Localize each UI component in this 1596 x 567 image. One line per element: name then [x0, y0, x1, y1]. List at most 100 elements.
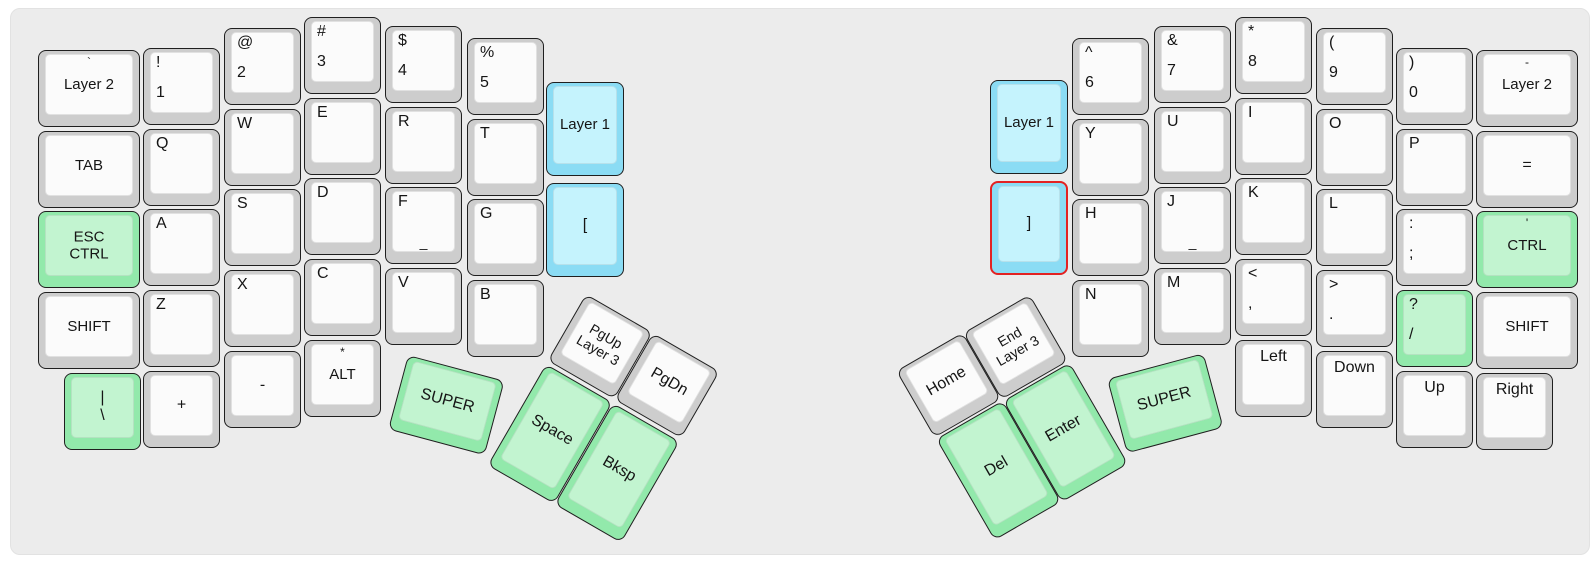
key-asterisk-8[interactable]: *8	[1235, 17, 1312, 94]
key-u[interactable]: U	[1154, 107, 1231, 184]
key-exclam-1[interactable]: !1	[143, 48, 220, 125]
key-shift-right[interactable]: SHIFT	[1476, 292, 1578, 369]
key-super-left[interactable]: SUPER	[388, 355, 505, 456]
key-caret-6[interactable]: ^6	[1072, 38, 1149, 115]
key-legend: TAB	[74, 156, 104, 174]
key-m[interactable]: M	[1154, 268, 1231, 345]
keycap-surface: ]	[998, 186, 1060, 262]
key-layer-1-left[interactable]: Layer 1	[546, 82, 624, 176]
key-legend: SHIFT	[1505, 317, 1549, 335]
key-grave-layer-2[interactable]: `Layer 2	[38, 50, 140, 127]
key-l[interactable]: L	[1316, 189, 1393, 266]
key-p[interactable]: P	[1396, 129, 1473, 206]
keycap-surface: Left	[1242, 344, 1305, 405]
keycap-surface: Down	[1323, 355, 1386, 416]
key-legend: Q	[156, 135, 169, 152]
keycap-surface: ESC CTRL	[45, 215, 133, 276]
keycap-surface: U	[1161, 111, 1224, 172]
key-d[interactable]: D	[304, 178, 381, 255]
key-legend: F	[398, 193, 408, 210]
key-legend: Layer 2	[1501, 75, 1553, 93]
key-arrow-up[interactable]: Up	[1396, 371, 1473, 448]
key-quote-ctrl[interactable]: 'CTRL	[1476, 211, 1578, 288]
key-pipe-backslash[interactable]: | \	[64, 373, 141, 450]
key-legend: [	[582, 216, 588, 234]
keycap-surface: @2	[231, 32, 294, 93]
key-legend: D	[317, 184, 329, 201]
key-paren-0[interactable]: )0	[1396, 48, 1473, 125]
key-arrow-right[interactable]: Right	[1476, 373, 1553, 450]
key-legend: '	[1525, 216, 1529, 230]
key-legend: 5	[480, 73, 489, 91]
key-o[interactable]: O	[1316, 109, 1393, 186]
key-b[interactable]: B	[467, 280, 544, 357]
key-super-right[interactable]: SUPER	[1107, 353, 1224, 454]
key-v[interactable]: V	[385, 268, 462, 345]
keycap-surface: %5	[474, 42, 537, 103]
key-layer-1-right[interactable]: Layer 1	[990, 80, 1068, 174]
key-r[interactable]: R	[385, 107, 462, 184]
key-arrow-left[interactable]: Left	[1235, 340, 1312, 417]
keycap-surface: T	[474, 123, 537, 184]
key-a[interactable]: A	[143, 209, 220, 286]
keycap-surface: M	[1161, 272, 1224, 333]
key-legend: Layer 1	[559, 116, 611, 134]
key-t[interactable]: T	[467, 119, 544, 196]
key-paren-9[interactable]: (9	[1316, 28, 1393, 105]
keycap-surface: X	[231, 274, 294, 335]
key-minus[interactable]: -	[224, 351, 301, 428]
key-plus[interactable]: +	[143, 371, 220, 448]
key-left-bracket[interactable]: [	[546, 183, 624, 277]
key-legend: Layer 1	[1003, 114, 1055, 132]
key-colon-semicolon[interactable]: :;	[1396, 209, 1473, 286]
keycap-surface: Right	[1483, 377, 1546, 438]
key-i[interactable]: I	[1235, 98, 1312, 175]
keycap-surface: G	[474, 203, 537, 264]
key-y[interactable]: Y	[1072, 119, 1149, 196]
key-k[interactable]: K	[1235, 178, 1312, 255]
keycap-surface: 'CTRL	[1483, 215, 1571, 276]
keycap-surface: D	[311, 182, 374, 243]
key-g[interactable]: G	[467, 199, 544, 276]
key-arrow-down[interactable]: Down	[1316, 351, 1393, 428]
key-z[interactable]: Z	[143, 290, 220, 367]
key-greater-period[interactable]: >.	[1316, 270, 1393, 347]
key-legend: Layer 2	[63, 75, 115, 93]
key-question-slash[interactable]: ?/	[1396, 290, 1473, 367]
key-dash-layer-2[interactable]: -Layer 2	[1476, 50, 1578, 127]
key-h[interactable]: H	[1072, 199, 1149, 276]
key-n[interactable]: N	[1072, 280, 1149, 357]
key-legend: V	[398, 274, 409, 291]
key-s[interactable]: S	[224, 189, 301, 266]
key-f[interactable]: F_	[385, 187, 462, 264]
key-q[interactable]: Q	[143, 129, 220, 206]
key-legend: *	[1248, 23, 1255, 40]
key-legend: O	[1329, 115, 1342, 132]
key-less-comma[interactable]: <,	[1235, 259, 1312, 336]
key-tab[interactable]: TAB	[38, 131, 140, 208]
key-ampersand-7[interactable]: &7	[1154, 26, 1231, 103]
key-legend: G	[480, 205, 493, 222]
key-at-2[interactable]: @2	[224, 28, 301, 105]
keycap-surface: SUPER	[397, 360, 497, 442]
key-x[interactable]: X	[224, 270, 301, 347]
key-legend: -	[259, 376, 266, 394]
key-shift-left[interactable]: SHIFT	[38, 292, 140, 369]
key-hash-3[interactable]: #3	[304, 17, 381, 94]
key-e[interactable]: E	[304, 98, 381, 175]
key-legend: $	[398, 32, 407, 49]
key-equals[interactable]: =	[1476, 131, 1578, 208]
key-right-bracket[interactable]: ]	[990, 181, 1068, 275]
keycap-surface: F_	[392, 191, 455, 252]
key-w[interactable]: W	[224, 109, 301, 186]
key-legend: N	[1085, 286, 1097, 303]
keycap-surface: Q	[150, 133, 213, 194]
key-dollar-4[interactable]: $4	[385, 26, 462, 103]
key-legend: #	[317, 23, 326, 40]
key-legend: End Layer 3	[993, 323, 1042, 370]
key-esc-ctrl[interactable]: ESC CTRL	[38, 211, 140, 288]
key-asterisk-alt[interactable]: *ALT	[304, 340, 381, 417]
key-percent-5[interactable]: %5	[467, 38, 544, 115]
key-c[interactable]: C	[304, 259, 381, 336]
key-j[interactable]: J_	[1154, 187, 1231, 264]
